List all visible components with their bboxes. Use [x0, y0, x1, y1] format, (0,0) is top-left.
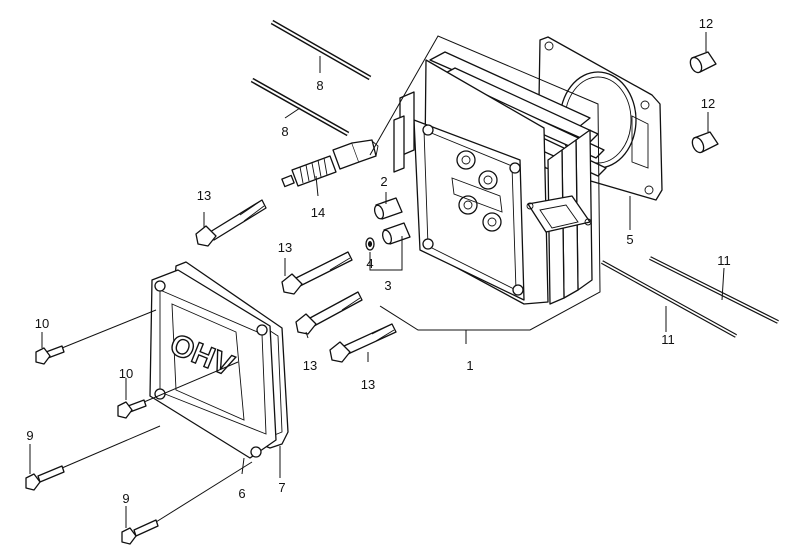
push-rod-lower — [250, 77, 350, 137]
stud-rod-upper — [649, 256, 779, 324]
push-rod-upper — [270, 19, 372, 81]
leader-9b-bolt — [155, 461, 253, 523]
head-bolt-b — [281, 251, 353, 295]
dowel-12-upper — [689, 51, 717, 74]
cover-bolt-10-lower — [117, 399, 147, 419]
callout-13-b: 13 — [278, 240, 292, 255]
spark-plug — [281, 139, 379, 188]
callout-10-lower: 10 — [119, 366, 133, 381]
head-bolt-d — [329, 323, 397, 363]
washer — [365, 237, 375, 251]
callout-5: 5 — [626, 232, 633, 247]
callout-11-lower: 11 — [661, 332, 675, 347]
callout-4: 4 — [366, 256, 373, 271]
leader-10b-bolt — [143, 361, 239, 403]
cover-bolt-9-lower — [121, 519, 159, 545]
callout-7: 7 — [278, 480, 285, 495]
callout-3: 3 — [384, 278, 391, 293]
cylinder-head — [393, 51, 607, 305]
leader-6 — [241, 457, 245, 475]
head-assembly-bracket — [369, 35, 601, 331]
cover-bolt-10-upper — [35, 345, 65, 365]
callout-2: 2 — [380, 174, 387, 189]
callout-9-lower: 9 — [122, 491, 129, 506]
callout-13-d: 13 — [361, 377, 375, 392]
callout-11-upper: 11 — [717, 253, 731, 268]
leader-9a-bolt — [61, 425, 161, 469]
callout-10-upper: 10 — [35, 316, 49, 331]
dowel-pin-lower — [381, 222, 411, 245]
head-bolt-c — [295, 291, 363, 335]
valve-cover: OHV — [149, 269, 277, 459]
leader-13c — [305, 331, 309, 339]
callout-13-a: 13 — [197, 188, 211, 203]
dowel-pin-upper — [373, 197, 403, 220]
callout-8-upper: 8 — [316, 78, 323, 93]
leader-11a — [721, 267, 725, 301]
callout-12-lower: 12 — [701, 96, 715, 111]
callout-13-c: 13 — [303, 358, 317, 373]
callout-9-upper: 9 — [26, 428, 33, 443]
callout-12-upper: 12 — [699, 16, 713, 31]
callout-14: 14 — [311, 205, 325, 220]
callout-8-lower: 8 — [281, 124, 288, 139]
cover-bolt-9-upper — [25, 465, 65, 491]
leader-10a-bolt — [61, 309, 157, 349]
head-bolt-a — [195, 199, 267, 247]
leader-14 — [315, 175, 319, 197]
stud-rod-lower — [601, 260, 737, 338]
callout-6: 6 — [238, 486, 245, 501]
callout-1: 1 — [466, 358, 473, 373]
leader-8b — [284, 107, 301, 119]
leader-3 — [369, 236, 403, 271]
dowel-12-lower — [691, 131, 719, 154]
